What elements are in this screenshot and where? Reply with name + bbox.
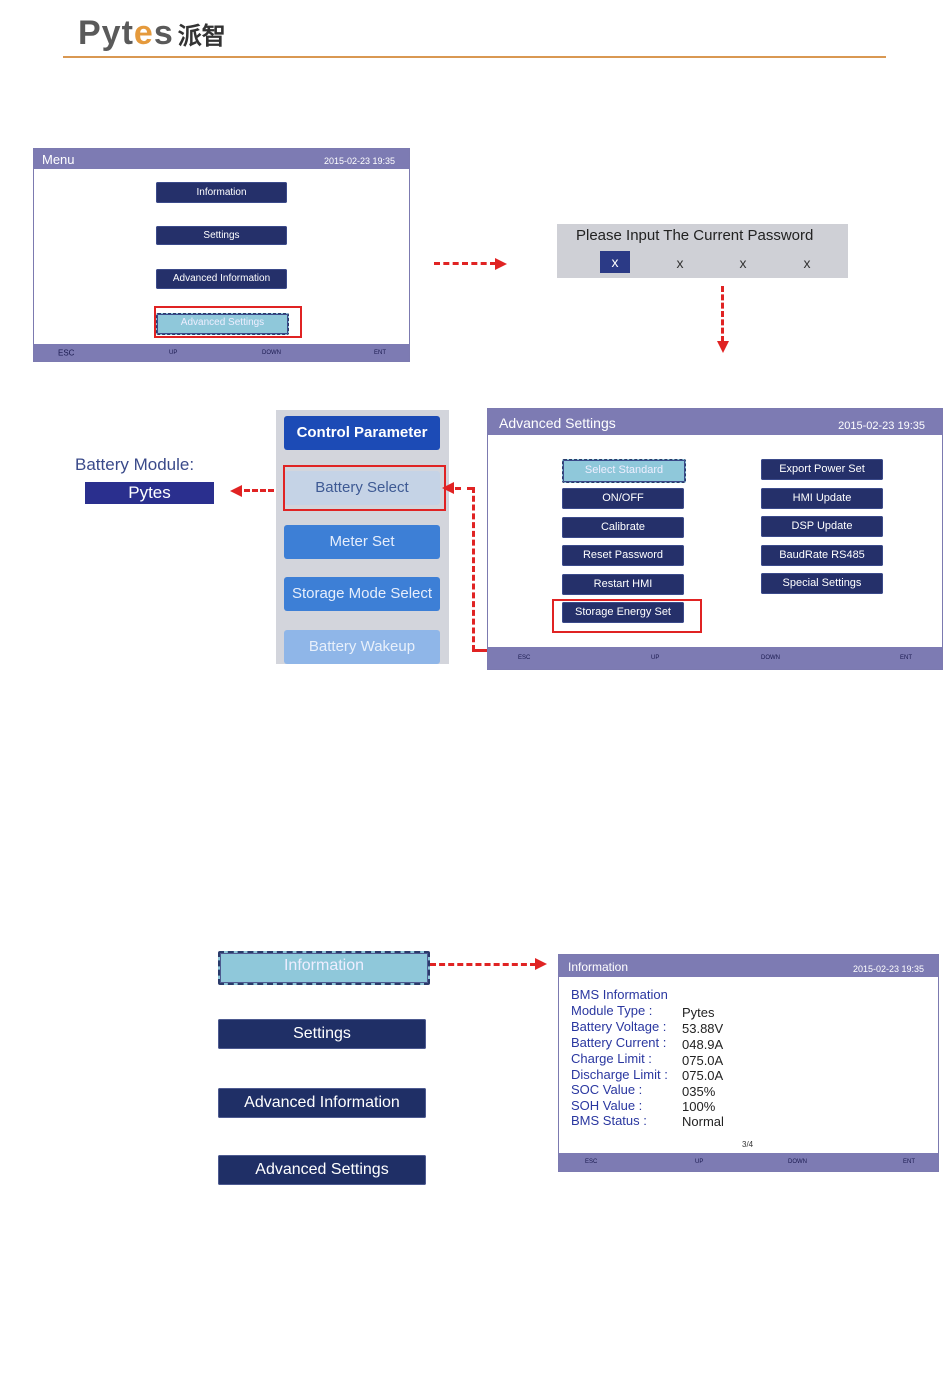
- info-footer: ESC UP DOWN ENT: [559, 1153, 938, 1171]
- info-value: 075.0A: [682, 1068, 724, 1083]
- up-key[interactable]: UP: [695, 1159, 704, 1165]
- up-key[interactable]: UP: [651, 655, 660, 661]
- info-label: Battery Current :: [571, 1035, 667, 1050]
- menu-information-button[interactable]: Information: [156, 182, 287, 203]
- flow-arrow-head: [495, 258, 507, 270]
- password-digit-2[interactable]: x: [676, 255, 684, 271]
- menu-title: Menu: [42, 152, 75, 167]
- menu-screen: Menu 2015-02-23 19:35 Information Settin…: [33, 148, 410, 362]
- esc-key[interactable]: ESC: [58, 348, 75, 357]
- highlight-box-advanced-settings: [154, 306, 302, 338]
- info-label: Charge Limit :: [571, 1051, 652, 1066]
- reset-password-button[interactable]: Reset Password: [562, 545, 684, 566]
- battery-settings-panel: Control Parameter Battery Select Meter S…: [276, 410, 449, 664]
- information-screen: Information 2015-02-23 19:35 BMS Informa…: [558, 954, 939, 1172]
- export-power-set-button[interactable]: Export Power Set: [761, 459, 883, 480]
- flow-arrow-line: [721, 286, 724, 342]
- password-digit-4[interactable]: x: [803, 255, 811, 271]
- flow-arrow-head: [717, 341, 729, 353]
- info-label: Discharge Limit :: [571, 1067, 668, 1082]
- info-label: SOC Value :: [571, 1082, 643, 1097]
- big-settings-button[interactable]: Settings: [218, 1019, 426, 1049]
- info-value: 53.88V: [682, 1021, 724, 1036]
- flow-arrow-line: [434, 262, 496, 265]
- flow-arrow-line: [455, 487, 473, 490]
- info-value: 048.9A: [682, 1037, 724, 1052]
- on-off-button[interactable]: ON/OFF: [562, 488, 684, 509]
- menu-datetime: 2015-02-23 19:35: [323, 156, 395, 166]
- highlight-box-battery-select: [283, 465, 446, 511]
- menu-footer: ESC UP DOWN ENT: [34, 344, 409, 361]
- down-key[interactable]: DOWN: [761, 655, 780, 661]
- info-label: Module Type :: [571, 1003, 653, 1018]
- info-value: 100%: [682, 1099, 716, 1114]
- flow-arrow-head: [535, 958, 547, 970]
- info-value: Normal: [682, 1114, 724, 1129]
- flow-arrow-line: [430, 963, 536, 966]
- restart-hmi-button[interactable]: Restart HMI: [562, 574, 684, 595]
- storage-mode-select-button[interactable]: Storage Mode Select: [284, 577, 440, 611]
- info-value: 035%: [682, 1084, 716, 1099]
- hmi-update-button[interactable]: HMI Update: [761, 488, 883, 509]
- advanced-footer: ESC UP DOWN ENT: [488, 647, 942, 669]
- brand-name: Pytes: [78, 14, 174, 52]
- battery-wakeup-button[interactable]: Battery Wakeup: [284, 630, 440, 664]
- menu-advanced-settings-button[interactable]: Advanced Settings: [156, 313, 289, 335]
- ent-key[interactable]: ENT: [900, 655, 912, 661]
- up-key[interactable]: UP: [169, 349, 178, 356]
- control-parameter-button[interactable]: Control Parameter: [284, 416, 440, 450]
- advanced-titlebar: Advanced Settings 2015-02-23 19:35: [488, 409, 942, 435]
- battery-select-button[interactable]: Battery Select: [284, 471, 440, 505]
- esc-key[interactable]: ESC: [585, 1159, 598, 1165]
- password-digit-1[interactable]: x: [600, 251, 630, 273]
- battery-module-label: Battery Module:: [75, 455, 195, 474]
- esc-key[interactable]: ESC: [518, 655, 531, 661]
- info-value: Pytes: [682, 1005, 715, 1020]
- flow-arrow-head: [442, 482, 454, 494]
- advanced-datetime: 2015-02-23 19:35: [838, 420, 925, 432]
- flow-arrow-head: [230, 485, 242, 497]
- battery-module-value[interactable]: Pytes: [85, 482, 214, 504]
- info-titlebar: Information 2015-02-23 19:35: [559, 955, 938, 977]
- flow-arrow-line: [244, 489, 274, 492]
- password-digit-3[interactable]: x: [739, 255, 747, 271]
- baudrate-rs485-button[interactable]: BaudRate RS485: [761, 545, 883, 566]
- advanced-settings-screen: Advanced Settings 2015-02-23 19:35 Selec…: [487, 408, 943, 670]
- password-prompt: Please Input The Current Password: [576, 227, 814, 244]
- info-title: Information: [568, 960, 629, 974]
- special-settings-button[interactable]: Special Settings: [761, 573, 883, 594]
- big-information-button[interactable]: Information: [218, 951, 430, 985]
- menu-settings-button[interactable]: Settings: [156, 226, 287, 245]
- page-indicator: 3/4: [742, 1140, 754, 1149]
- info-label: SOH Value :: [571, 1098, 643, 1113]
- dsp-update-button[interactable]: DSP Update: [761, 516, 883, 537]
- menu-advanced-information-button[interactable]: Advanced Information: [156, 269, 287, 289]
- bms-information-heading: BMS Information: [571, 987, 668, 1002]
- flow-arrow-line: [472, 487, 475, 651]
- ent-key[interactable]: ENT: [903, 1159, 915, 1165]
- info-label: Battery Voltage :: [571, 1019, 667, 1034]
- ent-key[interactable]: ENT: [374, 349, 386, 356]
- storage-energy-set-button[interactable]: Storage Energy Set: [562, 602, 684, 623]
- menu-titlebar: Menu 2015-02-23 19:35: [34, 149, 409, 169]
- brand-name-cn: 派智: [177, 23, 226, 50]
- calibrate-button[interactable]: Calibrate: [562, 517, 684, 538]
- down-key[interactable]: DOWN: [262, 349, 281, 356]
- highlight-box-storage-energy-set: [552, 599, 702, 633]
- down-key[interactable]: DOWN: [788, 1159, 807, 1165]
- advanced-title: Advanced Settings: [499, 415, 616, 431]
- meter-set-button[interactable]: Meter Set: [284, 525, 440, 559]
- info-label: BMS Status :: [571, 1113, 647, 1128]
- select-standard-button[interactable]: Select Standard: [562, 459, 686, 483]
- header-rule: [63, 56, 886, 58]
- info-datetime: 2015-02-23 19:35: [852, 964, 924, 974]
- big-advanced-settings-button[interactable]: Advanced Settings: [218, 1155, 426, 1185]
- big-advanced-information-button[interactable]: Advanced Information: [218, 1088, 426, 1118]
- password-screen: Please Input The Current Password x x x …: [557, 224, 848, 278]
- info-value: 075.0A: [682, 1053, 724, 1068]
